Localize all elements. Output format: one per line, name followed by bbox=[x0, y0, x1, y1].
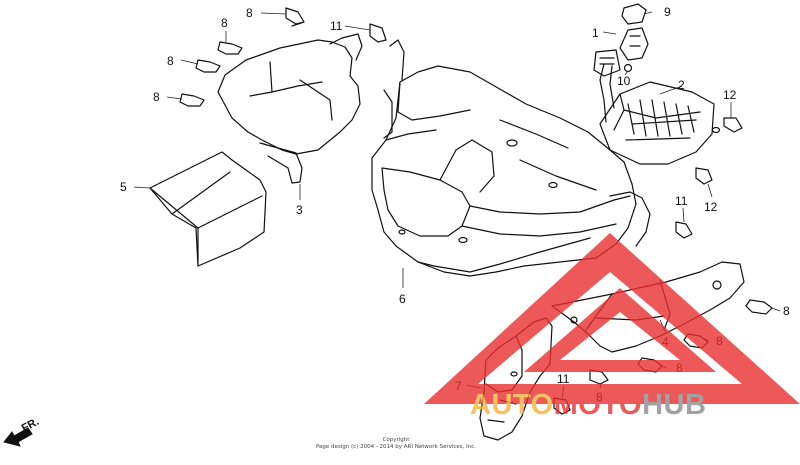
bolt-11[interactable] bbox=[675, 221, 693, 239]
copyright-line: Copyright bbox=[383, 437, 411, 443]
bolt-11[interactable] bbox=[369, 23, 387, 43]
watermark-text-hub: HUB bbox=[642, 389, 706, 421]
callouts: 8 8 8 8 11 1 9 10 2 12 12 11 5 3 6 4 8 8… bbox=[120, 5, 790, 404]
callout-11: 11 bbox=[557, 372, 570, 386]
part-2-regulator-rectifier[interactable] bbox=[599, 63, 721, 165]
part-3-side-cover[interactable] bbox=[217, 33, 363, 184]
callout-2: 2 bbox=[678, 78, 685, 92]
front-direction-arrow: FR. bbox=[3, 416, 41, 447]
callout-6: 6 bbox=[399, 292, 406, 306]
svg-text:AUTOMOTOHUB: AUTOMOTOHUB bbox=[470, 389, 706, 421]
callout-8: 8 bbox=[246, 6, 253, 20]
callout-1: 1 bbox=[592, 26, 599, 40]
callout-9: 9 bbox=[664, 5, 671, 19]
callout-12: 12 bbox=[704, 200, 718, 214]
watermark-logo: AUTOMOTOHUB bbox=[424, 233, 800, 421]
watermark-text-moto: MOTO bbox=[554, 389, 642, 421]
callout-11: 11 bbox=[675, 194, 688, 208]
callout-8: 8 bbox=[167, 54, 174, 68]
callout-5: 5 bbox=[120, 180, 127, 194]
part-10-washer[interactable] bbox=[623, 63, 633, 73]
bolt-8[interactable] bbox=[179, 93, 205, 107]
copyright-line: Page design (c) 2004 - 2014 by ARI Netwo… bbox=[316, 444, 476, 450]
callout-8: 8 bbox=[221, 16, 228, 30]
bolt-8[interactable] bbox=[745, 299, 773, 315]
callout-8: 8 bbox=[783, 304, 790, 318]
part-9-clip[interactable] bbox=[619, 3, 649, 61]
bolt-8[interactable] bbox=[195, 59, 221, 73]
bolt-8[interactable] bbox=[285, 7, 305, 27]
watermark-text-auto: AUTO bbox=[470, 389, 554, 421]
watermark-triangle-icon bbox=[424, 233, 800, 404]
part-1-connector[interactable] bbox=[593, 49, 621, 77]
bolt-12[interactable] bbox=[695, 167, 713, 185]
bolt-12[interactable] bbox=[723, 117, 743, 133]
callout-11: 11 bbox=[330, 19, 343, 33]
bolt-8[interactable] bbox=[217, 41, 243, 55]
callout-10: 10 bbox=[617, 74, 631, 88]
bolt-8[interactable] bbox=[589, 369, 609, 385]
callout-3: 3 bbox=[296, 203, 303, 217]
part-6-frame-body[interactable] bbox=[371, 39, 651, 277]
callout-8: 8 bbox=[153, 90, 160, 104]
front-direction-label: FR. bbox=[20, 416, 41, 435]
part-5-lower-shield[interactable] bbox=[149, 151, 267, 267]
callout-12: 12 bbox=[723, 88, 737, 102]
